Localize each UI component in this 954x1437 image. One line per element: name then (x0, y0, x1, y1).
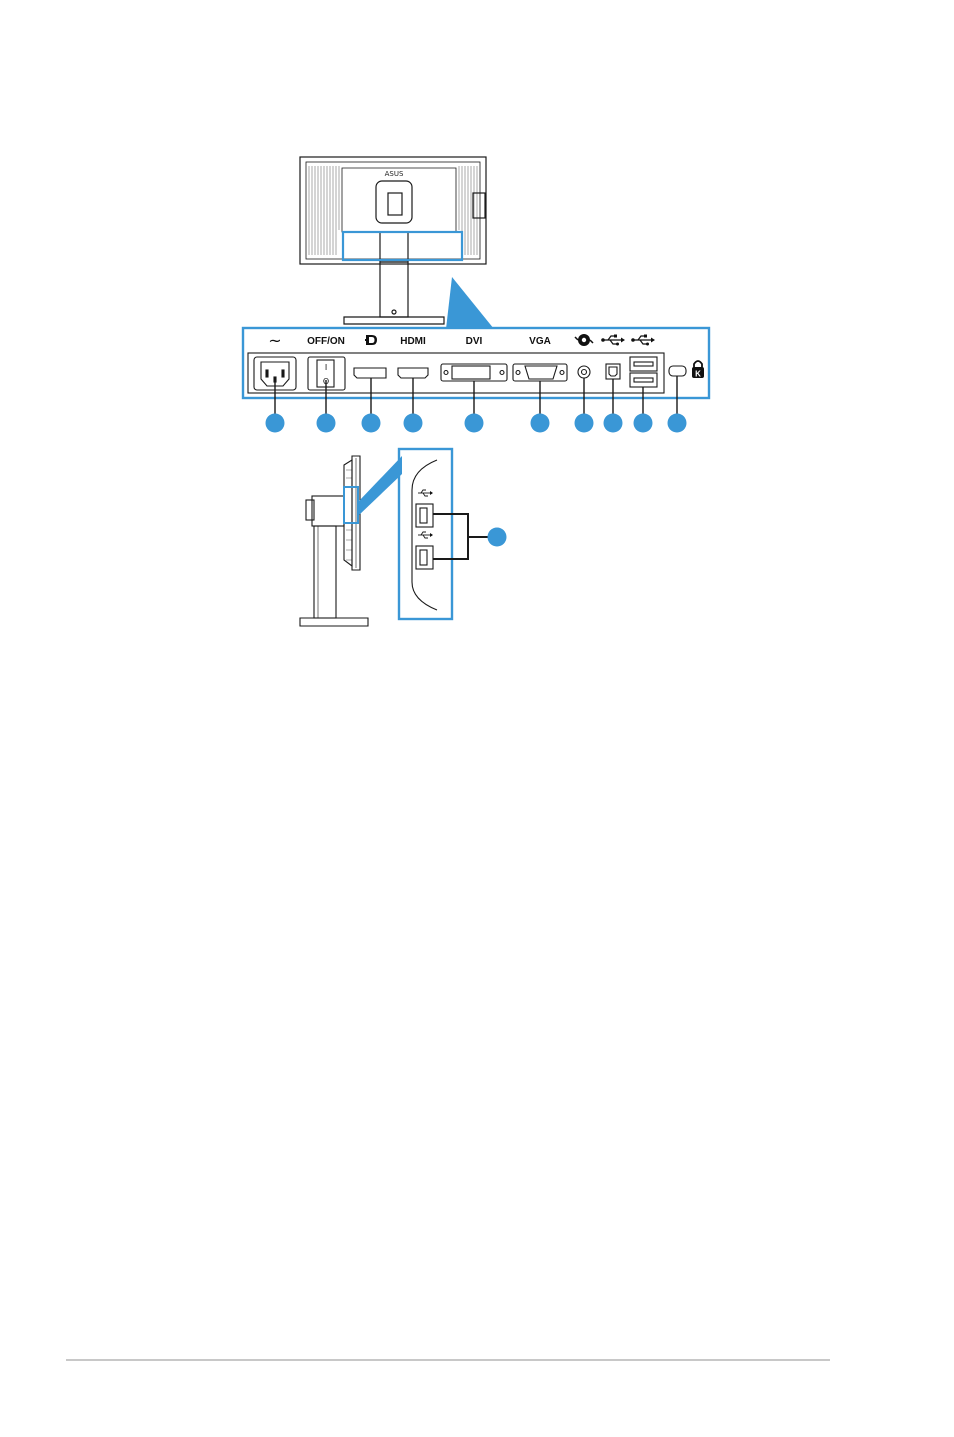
callout-circle (404, 414, 423, 433)
side-usb-icon (418, 532, 433, 538)
footer-rule (66, 1359, 830, 1361)
vga-label: VGA (529, 336, 551, 347)
monitor-logo: ASUS (385, 170, 404, 178)
dvi-connector (441, 364, 507, 381)
callout-circle (317, 414, 336, 433)
monitor-side-view (300, 456, 368, 626)
usb-upstream-icon (601, 335, 625, 346)
callout-circle (266, 414, 285, 433)
callout-circle (668, 414, 687, 433)
usb-downstream-icon (631, 335, 655, 346)
dvi-label: DVI (466, 336, 483, 347)
displayport-connector (354, 368, 386, 378)
vga-connector (513, 364, 567, 381)
displayport-icon (365, 335, 377, 345)
callout-circle (465, 414, 484, 433)
back-zoom-pointer (446, 277, 494, 329)
power-switch-label: OFF/ON (307, 336, 345, 347)
switch-on-mark: I (325, 363, 327, 372)
hdmi-label: HDMI (400, 336, 426, 347)
usb-upstream-port (606, 364, 620, 379)
audio-in-jack (578, 366, 590, 378)
callout-circle (362, 414, 381, 433)
kensington-slot (669, 366, 686, 376)
side-usb-icon (418, 490, 433, 496)
callout-circle (531, 414, 550, 433)
side-callout-circle (488, 528, 507, 547)
hdmi-connector (398, 368, 428, 378)
lock-letter: K (695, 370, 701, 379)
kensington-lock-icon: K (692, 361, 704, 379)
back-highlight-box (343, 232, 462, 260)
callout-circle (634, 414, 653, 433)
audio-in-icon (575, 334, 593, 346)
usb-downstream-ports (630, 357, 657, 387)
callout-circle (604, 414, 623, 433)
connector-panel (248, 353, 664, 393)
ac-power-label: ~ (268, 331, 281, 350)
callout-circle (575, 414, 594, 433)
side-detail-frame (399, 449, 452, 619)
side-zoom-pointer (358, 456, 402, 516)
